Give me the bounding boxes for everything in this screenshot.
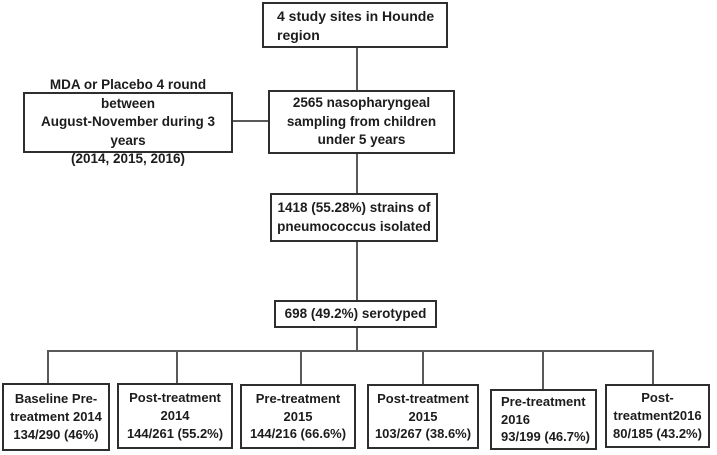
connector-mda-to-sampling: [233, 120, 268, 122]
flow-box-posttreatment-2015-text: Post-treatment 2015 103/267 (38.6%): [374, 390, 472, 442]
flow-box-baseline-pretreatment-2014-text: Baseline Pre- treatment 2014 134/290 (46…: [10, 391, 102, 442]
flow-box-posttreatment-2015: Post-treatment 2015 103/267 (38.6%): [367, 384, 479, 449]
flow-box-strains-isolated-text: 1418 (55.28%) strains of pneumococcus is…: [277, 199, 431, 234]
flow-box-study-sites-text: 4 study sites in Hounde region: [277, 8, 435, 44]
connector-serotyped-to-branch: [356, 328, 358, 352]
flow-box-serotyped-text: 698 (49.2%) serotyped: [284, 305, 427, 321]
flow-box-pretreatment-2016: Pre-treatment 2016 93/199 (46.7%): [490, 389, 597, 450]
connector-top-to-sampling: [356, 48, 358, 90]
flow-box-posttreatment-2014-text: Post-treatment 2014 144/261 (55.2%): [126, 390, 224, 441]
flow-box-pretreatment-2015: Pre-treatment 2015 144/216 (66.6%): [240, 384, 356, 449]
flow-box-nasopharyngeal-sampling: 2565 nasopharyngeal sampling from childr…: [268, 90, 455, 154]
flow-box-study-sites: 4 study sites in Hounde region: [262, 2, 448, 48]
connector-branch-bar: [47, 350, 654, 352]
connector-sampling-to-strains: [356, 154, 358, 193]
flow-box-mda-placebo: MDA or Placebo 4 round between August-No…: [23, 77, 233, 166]
flow-box-pretreatment-2015-text: Pre-treatment 2015 144/216 (66.6%): [249, 390, 347, 442]
flow-box-pretreatment-2016-text: Pre-treatment 2016 93/199 (46.7%): [501, 393, 590, 445]
flow-box-serotyped: 698 (49.2%) serotyped: [274, 300, 437, 328]
flow-box-posttreatment-2014: Post-treatment 2014 144/261 (55.2%): [117, 383, 233, 449]
connector-drop-post-2015: [422, 351, 424, 384]
flow-box-strains-isolated: 1418 (55.28%) strains of pneumococcus is…: [270, 193, 438, 242]
connector-drop-pre-2016: [542, 351, 544, 389]
flow-box-posttreatment-2016-text: Post- treatment2016 80/185 (43.2%): [613, 390, 702, 441]
connector-drop-post-2014: [176, 351, 178, 383]
connector-drop-pre-2015: [300, 351, 302, 384]
connector-strains-to-serotyped: [356, 242, 358, 300]
flow-box-nasopharyngeal-sampling-text: 2565 nasopharyngeal sampling from childr…: [286, 95, 437, 148]
flow-box-mda-placebo-text: MDA or Placebo 4 round between August-No…: [40, 76, 215, 167]
flow-box-posttreatment-2016: Post- treatment2016 80/185 (43.2%): [605, 384, 710, 448]
connector-drop-post-2016: [652, 351, 654, 384]
connector-drop-baseline-2014: [47, 351, 49, 383]
flow-box-baseline-pretreatment-2014: Baseline Pre- treatment 2014 134/290 (46…: [2, 383, 110, 451]
